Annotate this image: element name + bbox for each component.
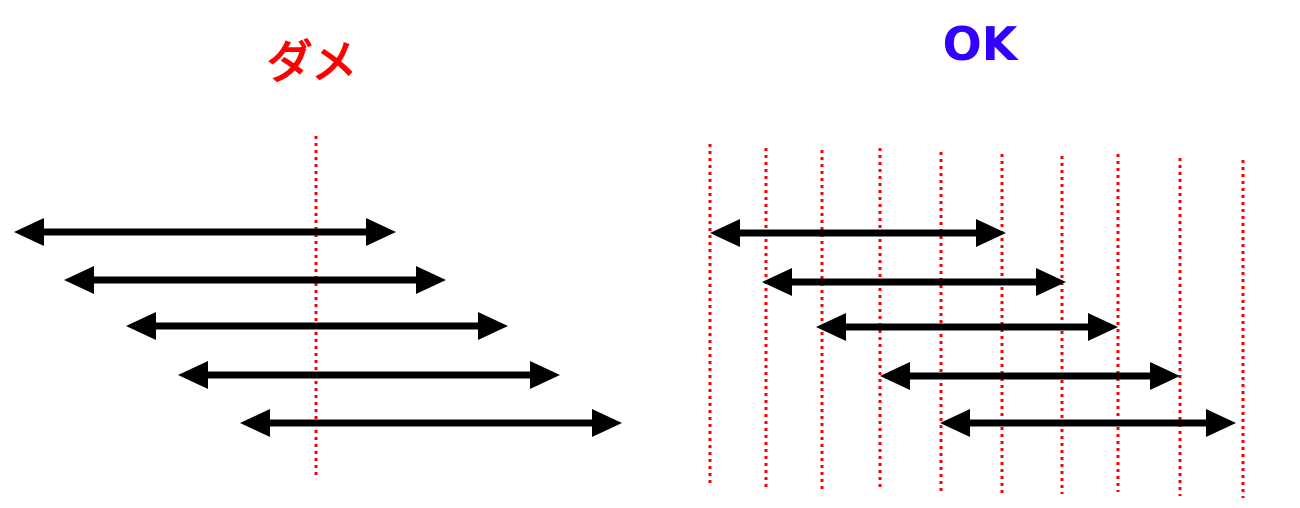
ok-arrow-4 xyxy=(880,362,1180,390)
ok-example-panel: OK xyxy=(708,17,1245,498)
ok-arrow-1 xyxy=(710,219,1006,247)
bad-arrow-5 xyxy=(240,409,622,437)
bad-example-panel: ダメ xyxy=(14,35,622,478)
bad-arrow-1 xyxy=(14,218,396,246)
ok-arrows xyxy=(710,219,1236,437)
bad-panel-title: ダメ xyxy=(267,35,358,89)
ok-guide-lines xyxy=(708,144,1245,498)
bad-arrow-2 xyxy=(64,266,446,294)
ok-arrow-2 xyxy=(762,268,1066,296)
bad-arrows xyxy=(14,218,622,437)
bad-arrow-3 xyxy=(126,312,508,340)
ok-panel-title: OK xyxy=(943,17,1020,71)
ok-arrow-5 xyxy=(940,409,1236,437)
bad-arrow-4 xyxy=(178,361,560,389)
ok-arrow-3 xyxy=(816,313,1118,341)
